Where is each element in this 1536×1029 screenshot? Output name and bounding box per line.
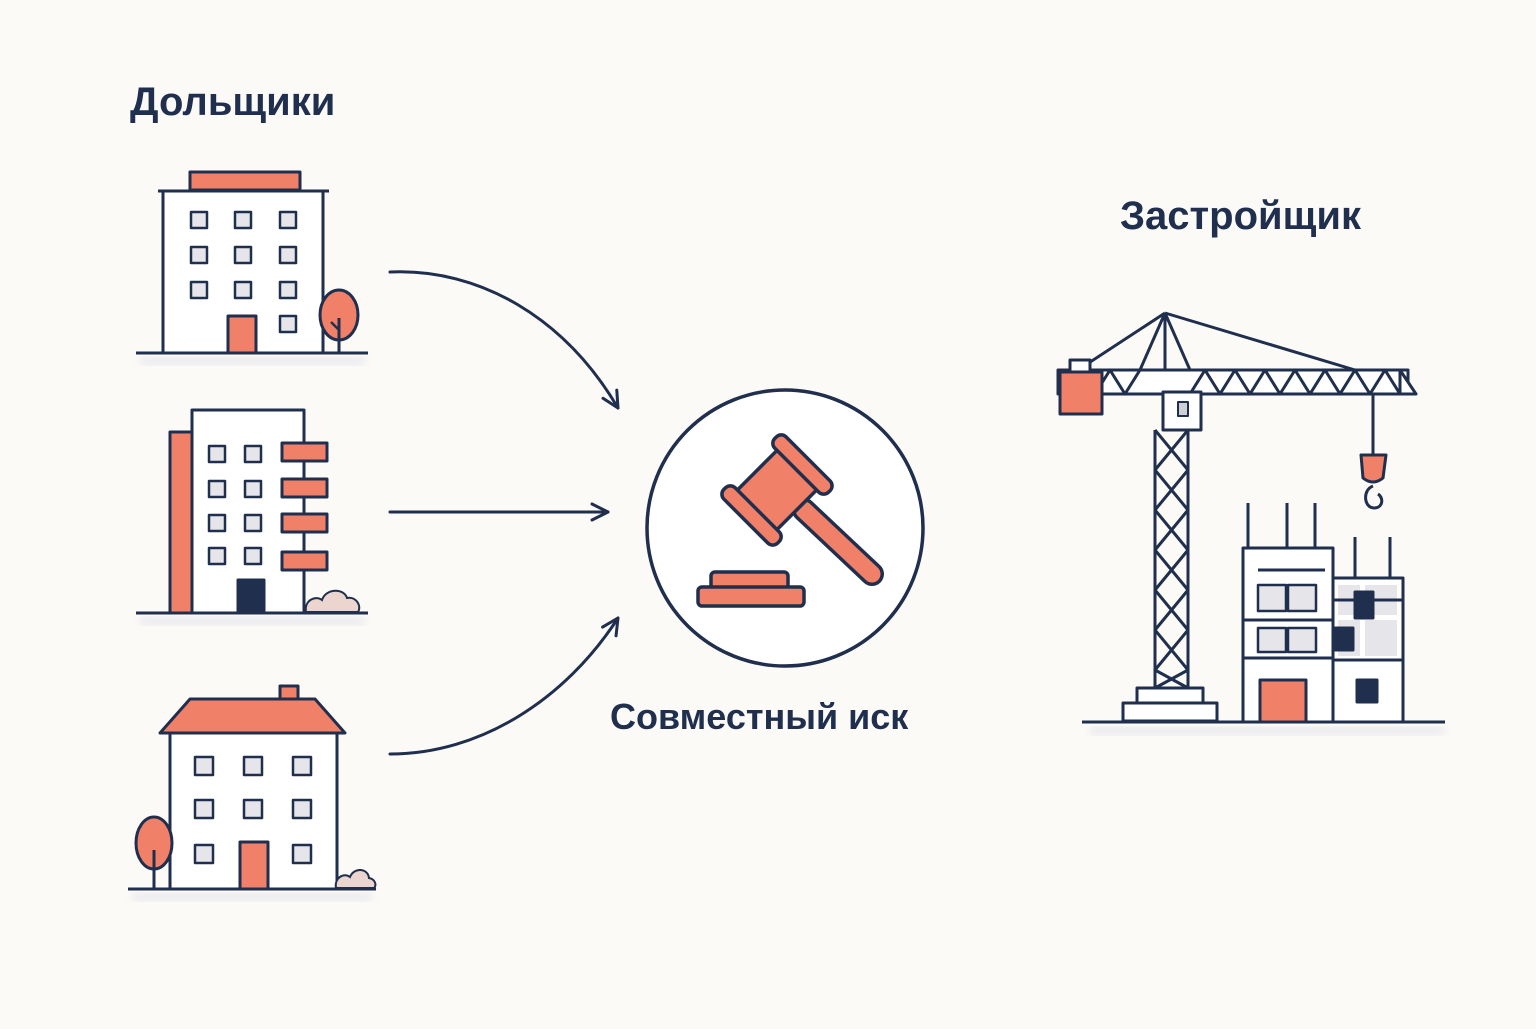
tree-icon (318, 288, 360, 353)
tree-icon (134, 815, 174, 889)
bush-icon (334, 869, 377, 889)
tower-crane-icon (1056, 311, 1445, 735)
joint-lawsuit-label: Совместный иск (610, 696, 909, 737)
developer-label: Застройщик (1120, 194, 1361, 238)
bush-icon (304, 589, 361, 613)
gavel-icon (645, 388, 925, 668)
house-icon (128, 684, 376, 901)
balcony-building-icon (136, 408, 368, 625)
shareholders-label: Дольщики (130, 80, 336, 124)
apartment-building-icon (136, 170, 368, 365)
arrow-icon (388, 270, 620, 756)
construction-building-icon (1082, 503, 1445, 724)
